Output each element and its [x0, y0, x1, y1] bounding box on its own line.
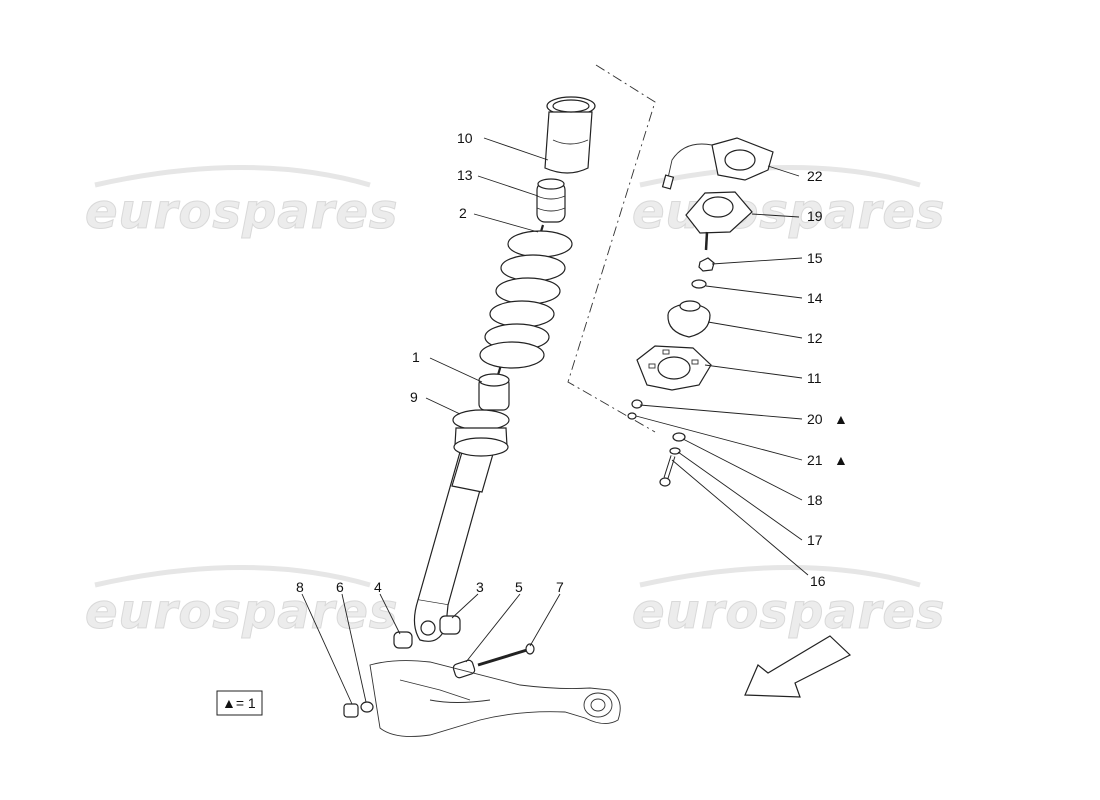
rod-bush [478, 373, 510, 411]
callout-4: 4 [374, 579, 382, 595]
nut [343, 703, 359, 718]
callout-20-marker: ▲ [834, 411, 848, 427]
small-nut [631, 399, 643, 409]
bump-stop [536, 178, 566, 223]
watermark-text-2: eurospares [632, 184, 946, 240]
callout-11: 11 [807, 370, 822, 386]
callout-5: 5 [515, 579, 523, 595]
spacer-washer [672, 432, 686, 442]
lock-washer [627, 412, 637, 420]
sleeve [452, 659, 476, 679]
upper-mount [685, 191, 753, 251]
callout-21-marker: ▲ [834, 452, 848, 468]
watermark-text-4: eurospares [632, 584, 946, 640]
callout-3: 3 [476, 579, 484, 595]
callout-18: 18 [807, 492, 823, 508]
callout-20: 20 [807, 411, 823, 427]
callout-9: 9 [410, 389, 418, 405]
callout-12: 12 [807, 330, 823, 346]
lower-bush-right [439, 615, 461, 635]
callout-8: 8 [296, 579, 304, 595]
watermarks: eurospares eurospares eurospares eurospa… [85, 165, 946, 641]
callout-22: 22 [807, 168, 823, 184]
callout-19: 19 [807, 208, 823, 224]
lower-bush-left [393, 631, 413, 649]
callout-21: 21 [807, 452, 823, 468]
callout-2: 2 [459, 205, 467, 221]
callout-10: 10 [457, 130, 473, 146]
lower-arm [369, 660, 621, 737]
callout-14: 14 [807, 290, 823, 306]
callout-1: 1 [412, 349, 420, 365]
sensor-plate [661, 137, 774, 190]
long-bolt-head [525, 643, 535, 655]
callout-labels: 10 13 2 1 9 22 19 15 14 12 11 20 ▲ 21 ▲ … [296, 130, 848, 595]
callout-13: 13 [457, 167, 473, 183]
callout-16: 16 [810, 573, 826, 589]
callout-7: 7 [556, 579, 564, 595]
watermark-text-1: eurospares [85, 184, 399, 240]
dust-boot [544, 96, 596, 174]
washer [360, 701, 374, 713]
long-bolt [477, 648, 528, 667]
flat-washer [669, 447, 681, 455]
direction-arrow [744, 635, 852, 698]
shock-absorber [413, 409, 510, 642]
assembly-boundary [567, 64, 656, 433]
callout-17: 17 [807, 532, 823, 548]
callout-15: 15 [807, 250, 823, 266]
watermark-text-3: eurospares [85, 584, 399, 640]
mount-nut [698, 257, 715, 272]
callout-6: 6 [336, 579, 344, 595]
coil-spring [479, 230, 573, 369]
rubber-mount [667, 300, 711, 338]
legend: ▲= 1 [216, 690, 263, 716]
leader-lines [301, 137, 809, 705]
spring-seat-plate [636, 345, 712, 391]
mount-washer [691, 279, 707, 289]
screw-bolt [659, 455, 676, 487]
legend-text: ▲= 1 [222, 695, 256, 711]
